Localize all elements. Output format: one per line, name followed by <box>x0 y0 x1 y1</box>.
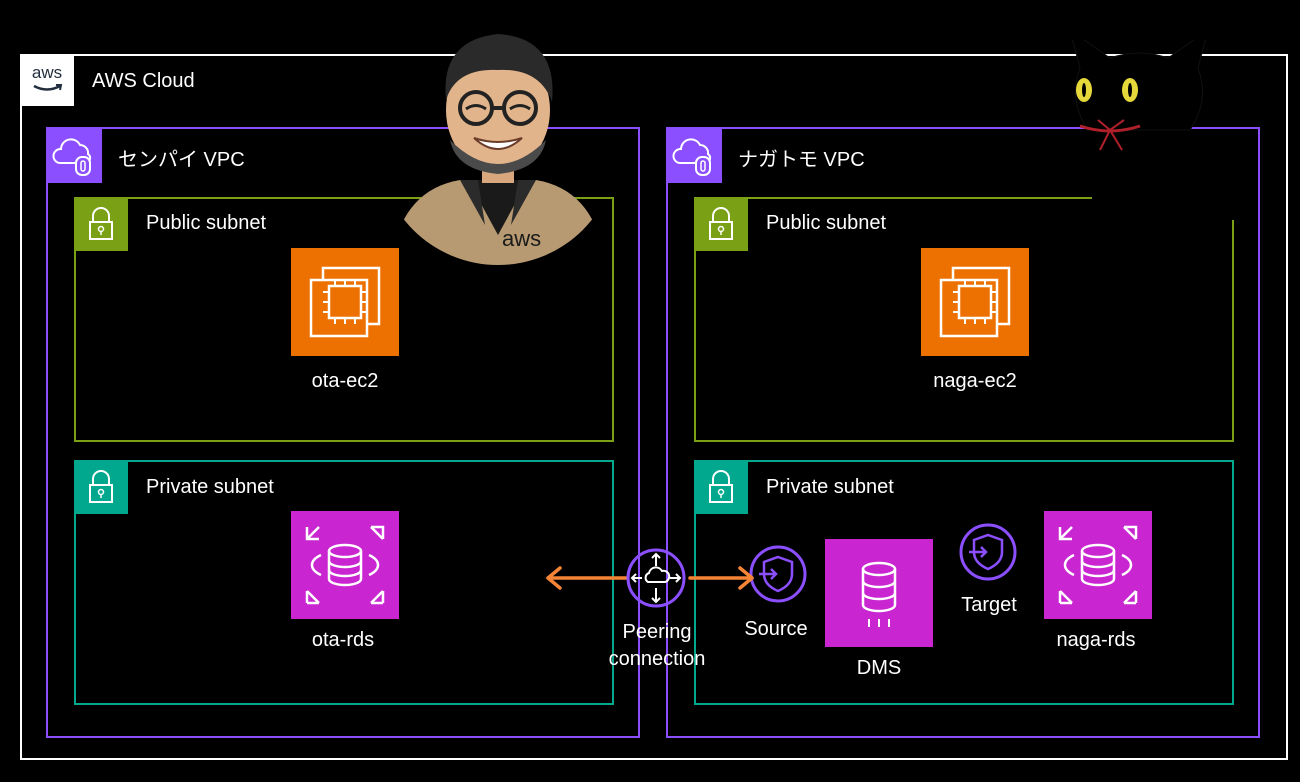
vpc-senpai-title: センパイ VPC <box>118 149 245 171</box>
peering-connection-icon <box>626 548 686 608</box>
lock-icon <box>694 460 748 514</box>
rds-instance-label: ota-rds <box>311 629 375 651</box>
aws-logo-text: aws <box>31 63 63 82</box>
lock-icon <box>74 197 128 251</box>
public-subnet-left <box>74 197 614 442</box>
source-endpoint-icon <box>749 545 807 603</box>
rds-instance-label: naga-rds <box>1056 629 1136 651</box>
ec2-instance-label: naga-ec2 <box>933 370 1017 392</box>
peering-label-line1: Peering <box>622 621 692 643</box>
black-cat-illustration <box>1040 40 1260 270</box>
lock-icon <box>694 197 748 251</box>
peering-connection-label: Peering connection <box>609 619 706 673</box>
ec2-icon <box>291 248 399 356</box>
vpc-nagatomo-title: ナガトモ VPC <box>738 149 865 171</box>
private-subnet-right-title: Private subnet <box>766 476 894 498</box>
target-endpoint-icon <box>959 523 1017 581</box>
target-endpoint-label: Target <box>961 594 1017 616</box>
vpc-nagatomo <box>666 127 1260 738</box>
ec2-icon <box>921 248 1029 356</box>
dms-icon <box>825 539 933 647</box>
avatar-badge-text: aws <box>502 226 541 251</box>
vpc-icon <box>46 127 102 183</box>
lock-icon <box>74 460 128 514</box>
aws-logo-icon: aws <box>20 54 74 106</box>
private-subnet-right <box>694 460 1234 705</box>
public-subnet-left-title: Public subnet <box>146 212 267 234</box>
peering-label-line2: connection <box>608 648 706 670</box>
private-subnet-left <box>74 460 614 705</box>
dms-label: DMS <box>856 657 902 679</box>
rds-icon <box>291 511 399 619</box>
public-subnet-right <box>694 197 1234 442</box>
rds-icon <box>1044 511 1152 619</box>
source-endpoint-label: Source <box>744 618 808 640</box>
aws-cloud-title: AWS Cloud <box>92 70 195 92</box>
ec2-instance-label: ota-ec2 <box>311 370 379 392</box>
avatar: aws <box>390 20 606 266</box>
public-subnet-right-title: Public subnet <box>766 212 887 234</box>
vpc-icon <box>666 127 722 183</box>
vpc-senpai <box>46 127 640 738</box>
private-subnet-left-title: Private subnet <box>146 476 274 498</box>
peering-arrows <box>540 560 770 596</box>
aws-cloud-group <box>20 54 1288 760</box>
